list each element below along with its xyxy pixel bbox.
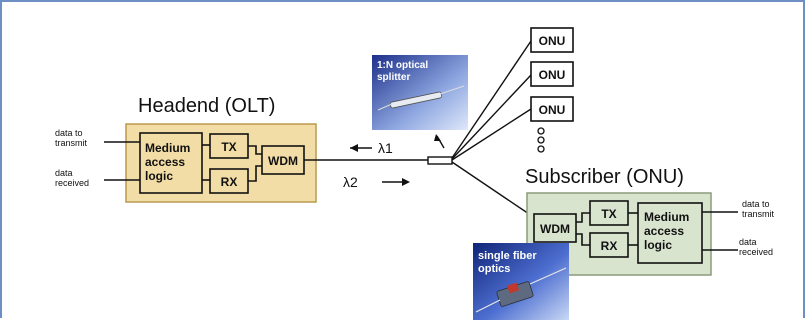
headend-wdm-label: WDM (268, 154, 298, 168)
headend-rx-label: RX (221, 175, 238, 189)
headend-output-label-2: received (55, 178, 89, 188)
headend-tx-wdm-line (248, 145, 262, 155)
splitter-label-1: 1:N optical (377, 60, 428, 71)
branch-onu-2 (451, 74, 532, 160)
branch-onu-3 (451, 108, 532, 161)
subscriber-wdm-tx-line (576, 212, 590, 223)
subscriber-input-label-1: data (739, 237, 757, 247)
subscriber-wdm-rx-line (576, 233, 590, 246)
lambda2-label: λ2 (343, 174, 358, 190)
subscriber-title: Subscriber (ONU) (525, 166, 684, 188)
subscriber-mac-label-2: access (644, 224, 684, 238)
subscriber-wdm-box (533, 213, 577, 243)
splitter-device (389, 91, 443, 109)
subscriber-mac-box (637, 202, 703, 264)
lambda1-label: λ1 (378, 140, 393, 156)
ellipsis-dot-2 (537, 136, 545, 144)
splitter-photo: 1:N optical splitter (372, 55, 468, 130)
ellipsis-dot-3 (537, 145, 545, 153)
ellipsis-dot-1 (537, 127, 545, 135)
splitter-body (427, 156, 453, 165)
onu-label-3: ONU (539, 103, 566, 117)
onu-box-3 (530, 96, 574, 122)
headend-mac-box (139, 132, 203, 194)
branch-subscriber (451, 161, 533, 217)
subscriber-wdm-label: WDM (540, 222, 570, 236)
headend-mac-label-3: logic (145, 169, 173, 183)
onu-label-2: ONU (539, 68, 566, 82)
subscriber-rx-label: RX (601, 239, 618, 253)
fiber-cable-left (475, 299, 501, 313)
lambda2-arrow-head (402, 178, 410, 186)
fiber-cable-right (529, 267, 567, 285)
headend-panel (125, 123, 317, 203)
branch-onu-1 (451, 40, 532, 159)
subscriber-output-label-2: transmit (742, 209, 775, 219)
lambda1-arrow-head (350, 144, 358, 152)
headend-output-label-1: data (55, 168, 73, 178)
fiber-transceiver-port (507, 282, 519, 294)
splitter-fiber-right (439, 85, 465, 95)
fiber-photo-bg (473, 243, 569, 320)
headend-title: Headend (OLT) (138, 95, 275, 117)
splitter-pointer-head (434, 134, 441, 141)
onu-box-1 (530, 27, 574, 53)
subscriber-mac-label-1: Medium (644, 210, 689, 224)
fiber-optics-photo: single fiber optics (473, 243, 569, 320)
fiber-photo-label-2: optics (478, 263, 510, 275)
onu-box-2 (530, 61, 574, 87)
onu-label-1: ONU (539, 34, 566, 48)
headend-mac-label-2: access (145, 155, 185, 169)
headend-tx-label: TX (221, 140, 236, 154)
headend-rx-wdm-line (248, 165, 262, 182)
headend-input-label-1: data to (55, 128, 83, 138)
subscriber-mac-label-3: logic (644, 238, 672, 252)
splitter-fiber-left (377, 103, 393, 111)
splitter-label-2: splitter (377, 72, 410, 83)
headend-mac-label-1: Medium (145, 141, 190, 155)
subscriber-input-label-2: received (739, 247, 773, 257)
subscriber-tx-label: TX (601, 207, 616, 221)
headend-input-label-2: transmit (55, 138, 88, 148)
splitter-photo-bg (372, 55, 468, 130)
fiber-photo-label-1: single fiber (478, 250, 537, 262)
subscriber-output-label-1: data to (742, 199, 770, 209)
